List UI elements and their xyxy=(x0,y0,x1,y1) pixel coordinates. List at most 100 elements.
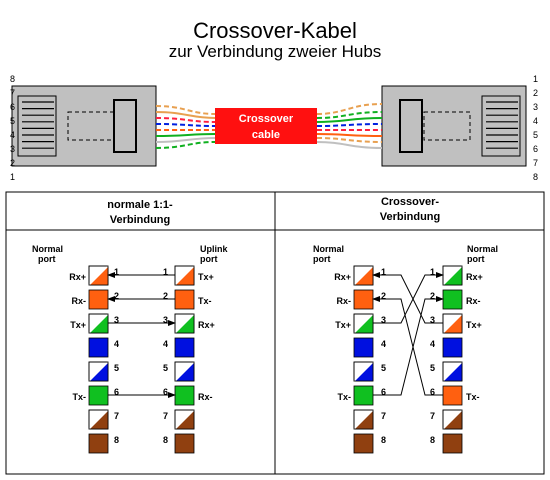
pin-swatch-brown xyxy=(88,433,109,454)
pin-swatch-green-white xyxy=(88,313,109,334)
right-plug-pin-label: 2 xyxy=(533,88,538,98)
pin-swatch-blue-white xyxy=(88,361,109,382)
pin-number-left: 5 xyxy=(114,363,119,373)
signal-label-right: Tx+ xyxy=(466,320,482,330)
signal-label-left: Rx- xyxy=(71,296,86,306)
cable-label-line2: cable xyxy=(252,129,280,141)
pin-number-left: 1 xyxy=(114,267,119,277)
pin-number-left: 3 xyxy=(381,315,386,325)
pin-swatch-blue xyxy=(88,337,109,358)
signal-label-right: Tx- xyxy=(198,296,212,306)
pin-swatch-green xyxy=(174,385,195,406)
panel-left-heading-line2: Verbindung xyxy=(110,214,171,226)
pin-number-left: 4 xyxy=(114,339,119,349)
pin-number-right: 8 xyxy=(163,435,168,445)
right-plug-pin-label: 4 xyxy=(533,116,538,126)
pin-swatch-brown-white xyxy=(174,409,195,430)
signal-label-left: Tx+ xyxy=(70,320,86,330)
pin-number-right: 3 xyxy=(163,315,168,325)
pin-number-right: 2 xyxy=(430,291,435,301)
right-plug-pin-label: 8 xyxy=(533,172,538,182)
pin-swatch-orange xyxy=(174,289,195,310)
pin-number-right: 1 xyxy=(430,267,435,277)
panel-left-right-port-line1: Uplink xyxy=(200,244,228,254)
pin-number-right: 6 xyxy=(163,387,168,397)
pin-number-left: 8 xyxy=(381,435,386,445)
panel-left-heading-line1: normale 1:1- xyxy=(107,199,173,211)
pin-swatch-orange-white xyxy=(442,313,463,334)
panels-frame xyxy=(5,191,545,475)
panel-right-left-port-line2: port xyxy=(313,254,331,264)
panel-right-heading-line1: Crossover- xyxy=(381,196,439,208)
pin-number-left: 4 xyxy=(381,339,386,349)
pin-number-left: 7 xyxy=(381,411,386,421)
signal-label-right: Rx- xyxy=(466,296,481,306)
pin-swatch-orange xyxy=(442,385,463,406)
wire-crossover xyxy=(373,272,444,324)
pin-swatch-green-white xyxy=(174,313,195,334)
pin-swatch-blue xyxy=(353,337,374,358)
signal-label-left: Tx- xyxy=(338,392,352,402)
pin-number-right: 1 xyxy=(163,267,168,277)
signal-label-left: Rx+ xyxy=(69,272,86,282)
pin-number-right: 5 xyxy=(163,363,168,373)
panel-left-left-port-line1: Normal xyxy=(32,244,63,254)
cable-wires xyxy=(155,103,383,149)
pin-swatch-orange xyxy=(353,289,374,310)
left-plug-pin-label: 1 xyxy=(10,172,15,182)
pin-swatch-brown xyxy=(353,433,374,454)
pin-number-right: 3 xyxy=(430,315,435,325)
panel-right-left-port-line1: Normal xyxy=(313,244,344,254)
pin-number-left: 6 xyxy=(381,387,386,397)
left-plug-pin-label: 3 xyxy=(10,144,15,154)
left-plug-pin-label: 8 xyxy=(10,74,15,84)
pin-swatch-orange xyxy=(88,289,109,310)
pin-number-right: 2 xyxy=(163,291,168,301)
pin-swatch-blue xyxy=(174,337,195,358)
signal-label-left: Rx+ xyxy=(334,272,351,282)
panel-right-right-port-line2: port xyxy=(467,254,485,264)
pin-number-left: 2 xyxy=(381,291,386,301)
panel-right-right-port-line1: Normal xyxy=(467,244,498,254)
pin-swatch-brown xyxy=(174,433,195,454)
pin-swatch-brown xyxy=(442,433,463,454)
pin-number-left: 6 xyxy=(114,387,119,397)
pin-swatch-green xyxy=(353,385,374,406)
pin-swatch-brown-white xyxy=(442,409,463,430)
pin-swatch-blue xyxy=(442,337,463,358)
pin-swatch-blue-white xyxy=(174,361,195,382)
right-plug-pin-label: 5 xyxy=(533,130,538,140)
right-plug-pin-label: 7 xyxy=(533,158,538,168)
pin-number-left: 5 xyxy=(381,363,386,373)
pin-swatch-blue-white xyxy=(442,361,463,382)
panel-wires xyxy=(107,272,444,398)
left-plug-pin-label: 4 xyxy=(10,130,15,140)
cable-label-line1: Crossover xyxy=(239,113,294,125)
diagram-title: Crossover-Kabel xyxy=(193,18,357,43)
pin-number-left: 1 xyxy=(381,267,386,277)
panel-left-right-port-line2: port xyxy=(200,254,218,264)
pin-number-right: 5 xyxy=(430,363,435,373)
pin-number-right: 4 xyxy=(163,339,168,349)
left-plug-pin-label: 7 xyxy=(10,88,15,98)
pin-swatch-green-white xyxy=(442,265,463,286)
right-rj45-plug xyxy=(381,85,527,167)
wire-crossover xyxy=(373,296,444,396)
left-plug-pin-label: 2 xyxy=(10,158,15,168)
left-plug-pin-label: 5 xyxy=(10,116,15,126)
pin-number-right: 7 xyxy=(430,411,435,421)
signal-label-left: Rx- xyxy=(336,296,351,306)
signal-label-right: Rx+ xyxy=(466,272,483,282)
pin-swatch-green xyxy=(88,385,109,406)
pin-swatch-blue-white xyxy=(353,361,374,382)
pin-swatch-brown-white xyxy=(88,409,109,430)
panel-left-left-port-line2: port xyxy=(38,254,56,264)
signal-label-right: Rx- xyxy=(198,392,213,402)
pin-number-right: 4 xyxy=(430,339,435,349)
pin-swatch-brown-white xyxy=(353,409,374,430)
